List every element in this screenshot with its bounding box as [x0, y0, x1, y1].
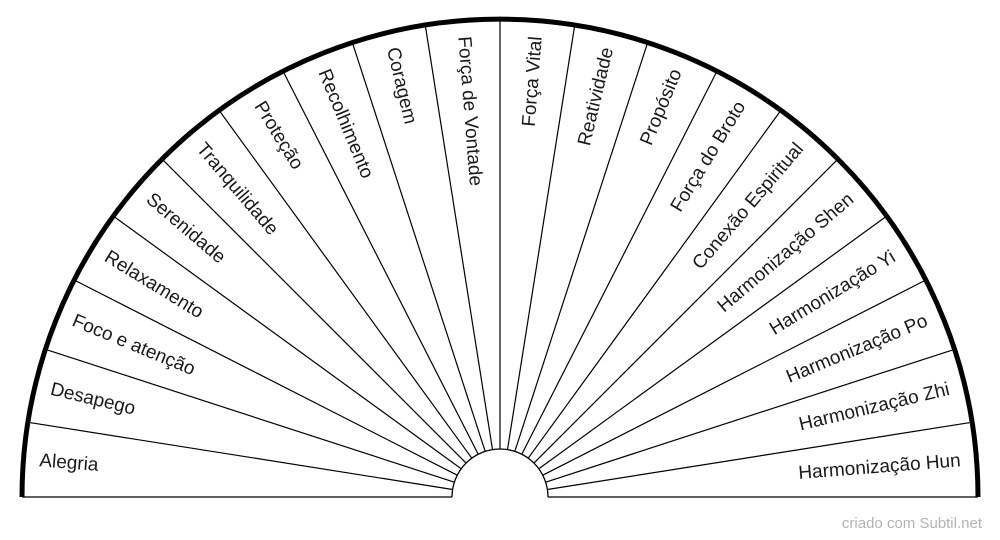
segment-divider — [542, 280, 925, 476]
segment-divider — [538, 216, 886, 470]
segment-label: Harmonização Hun — [798, 450, 962, 484]
segment-divider — [219, 111, 473, 459]
inner-hub-arc — [451, 448, 549, 498]
segment-divider — [29, 421, 453, 491]
segment-divider — [114, 216, 462, 470]
segment-label: Harmonização Zhi — [797, 379, 952, 435]
segment-label: Serenidade — [142, 189, 230, 268]
segment-divider — [547, 421, 971, 491]
segment-label: Força Vital — [519, 36, 547, 128]
segment-divider — [514, 44, 648, 452]
segment-divider — [506, 26, 576, 450]
outer-arc — [19, 16, 981, 498]
segment-label: Alegria — [39, 450, 100, 476]
segment-divider — [521, 72, 717, 455]
segment-label: Propósito — [636, 66, 686, 148]
segment-label: Foco e atenção — [69, 310, 198, 380]
segment-label: Tranquilidade — [192, 139, 282, 240]
segment-divider — [424, 26, 494, 450]
segment-divider — [527, 111, 781, 459]
credit-text: criado com Subtil.net — [841, 515, 982, 532]
segment-divider — [352, 44, 486, 452]
segment-divider — [75, 280, 458, 476]
segment-label: Desapego — [48, 379, 137, 420]
segment-label: Coragem — [382, 45, 421, 126]
segment-divider — [283, 72, 479, 455]
segment-label: Força do Broto — [667, 98, 751, 216]
segment-label: Relaxamento — [101, 247, 207, 323]
segment-divider — [162, 159, 467, 464]
segment-divider — [47, 349, 455, 483]
segment-divider — [533, 159, 838, 464]
segment-label: Proteção — [250, 98, 308, 174]
segment-label: Recolhimento — [313, 66, 377, 181]
segment-divider — [545, 349, 953, 483]
segment-label: Força de Vontade — [453, 36, 486, 187]
segment-label: Reatividade — [574, 45, 618, 147]
segment-dividers — [29, 21, 971, 491]
